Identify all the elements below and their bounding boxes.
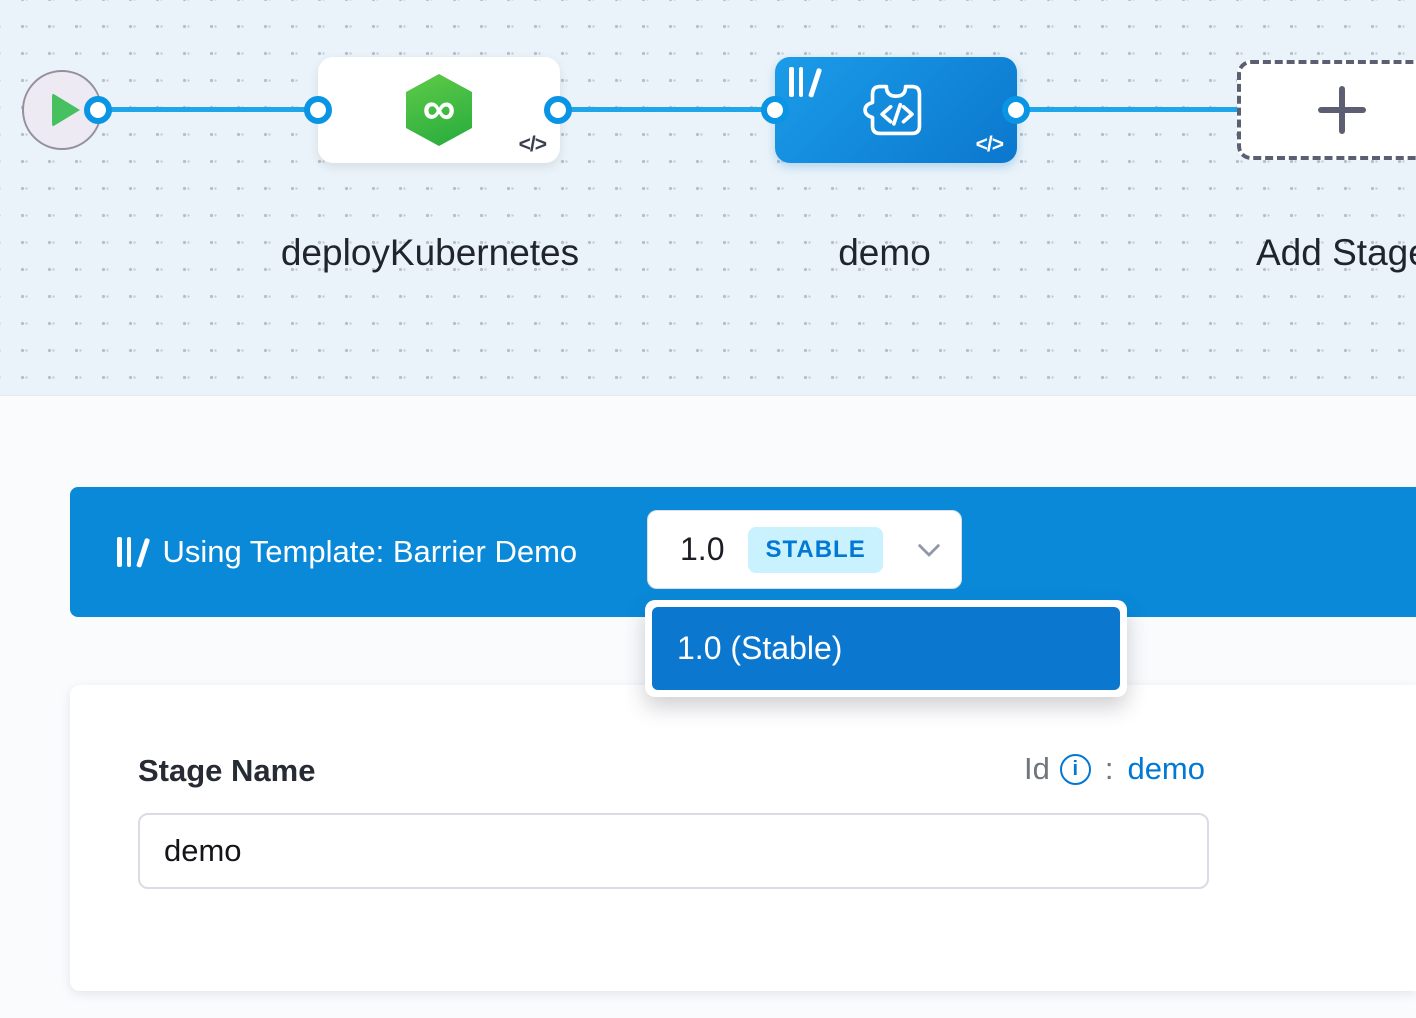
stage-id-row: Id i : demo <box>1024 751 1205 787</box>
connector-port <box>84 96 112 124</box>
stable-badge: STABLE <box>748 526 883 573</box>
template-icon <box>789 67 822 98</box>
stage-label-demo: demo <box>838 232 931 273</box>
stage-overview-panel: Stage Name Id i : demo <box>70 685 1416 991</box>
connector-port <box>761 96 789 124</box>
stage-name-label: Stage Name <box>138 753 316 788</box>
add-stage-label: Add Stage <box>1256 232 1416 273</box>
id-label: Id <box>1023 751 1050 786</box>
version-dropdown-menu: 1.0 (Stable) <box>645 600 1127 697</box>
template-icon <box>117 537 150 568</box>
stage-name-input[interactable] <box>138 813 1209 889</box>
add-stage-button[interactable] <box>1237 60 1416 160</box>
stage-label-deploykubernetes: deployKubernetes <box>280 232 580 273</box>
plus-icon <box>1318 86 1366 134</box>
stage-node-demo[interactable]: </> <box>775 57 1017 163</box>
template-version-value: 1.0 <box>680 531 725 567</box>
pipeline-connector-line <box>98 107 1240 112</box>
play-icon <box>52 93 80 127</box>
cd-stage-icon: ∞ <box>406 74 472 146</box>
chevron-down-icon <box>917 533 941 557</box>
code-icon: </> <box>975 133 1004 156</box>
connector-port <box>304 96 332 124</box>
id-separator: : <box>1104 751 1114 786</box>
stage-node-deploykubernetes[interactable]: ∞ </> <box>318 57 560 163</box>
version-option[interactable]: 1.0 (Stable) <box>652 607 1120 690</box>
connector-port <box>1002 96 1030 124</box>
template-version-select[interactable]: 1.0 STABLE <box>647 510 962 589</box>
stage-id-link[interactable]: demo <box>1127 751 1205 786</box>
info-icon[interactable]: i <box>1059 753 1091 785</box>
template-banner: Using Template: Barrier Demo 1.0 STABLE <box>70 487 1416 617</box>
template-banner-text: Using Template: Barrier Demo <box>162 534 578 569</box>
code-icon: </> <box>518 133 547 156</box>
connector-port <box>544 96 572 124</box>
custom-stage-icon <box>863 84 922 136</box>
pipeline-canvas[interactable]: ∞ </> </> deployKubernetes demo Add Stag… <box>0 0 1416 396</box>
